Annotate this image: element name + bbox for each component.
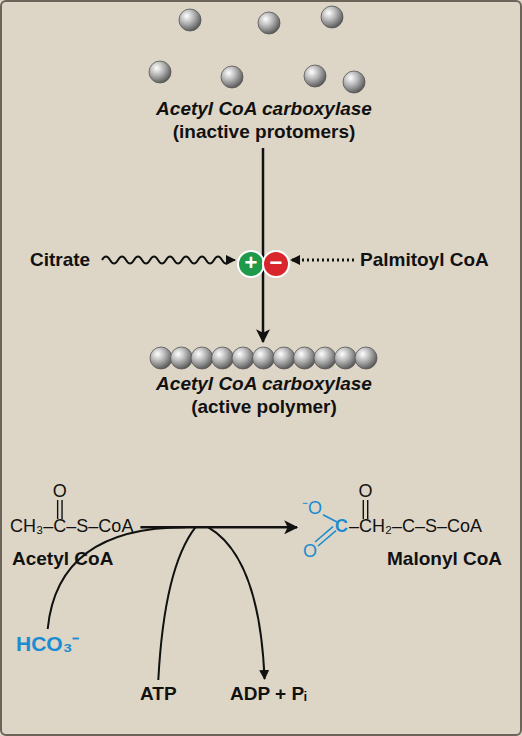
enzyme-state: (inactive protomers) [173, 121, 356, 143]
double-bond [315, 527, 333, 542]
double-bond [318, 531, 336, 546]
inhibitor-label: Palmitoyl CoA [360, 249, 489, 271]
compound-name: Malonyl CoA [387, 548, 502, 570]
carbonyl-oxygen: O [359, 481, 373, 502]
carboxyl-carbon: C [335, 516, 348, 537]
activator-symbol: + [239, 252, 263, 276]
inactive-protomers [149, 6, 365, 93]
compound-name: Acetyl CoA [12, 548, 113, 570]
activator-label: Citrate [30, 249, 90, 271]
single-bond [323, 515, 337, 522]
activation-arrow [262, 148, 265, 342]
palmitoyl-dotted-arrow [291, 259, 354, 262]
carboxyl-oxygen: ⁻O [302, 498, 322, 519]
inhibitor-symbol: − [264, 252, 288, 276]
acetyl-formula: CH₃–C–S–CoA [10, 516, 133, 537]
citrate-wavy-arrow [102, 257, 235, 264]
malonyl-formula: –CH₂–C–S–CoA [349, 516, 482, 537]
carbonyl-oxygen: O [53, 481, 67, 502]
product-curve [208, 527, 264, 679]
enzyme-name: Acetyl CoA carboxylase [156, 373, 372, 395]
enzyme-state: (active polymer) [191, 396, 337, 418]
atp-curve [158, 527, 195, 680]
enzyme-name: Acetyl CoA carboxylase [156, 98, 372, 120]
carboxyl-oxygen: O [303, 541, 317, 562]
substrate-label: HCO₃⁻ [16, 632, 79, 656]
active-polymer [150, 347, 377, 369]
sign-text: − [270, 252, 283, 274]
substrate-label: ATP [140, 683, 177, 705]
product-label: ADP + Pᵢ [230, 683, 307, 705]
sign-text: + [245, 252, 258, 274]
